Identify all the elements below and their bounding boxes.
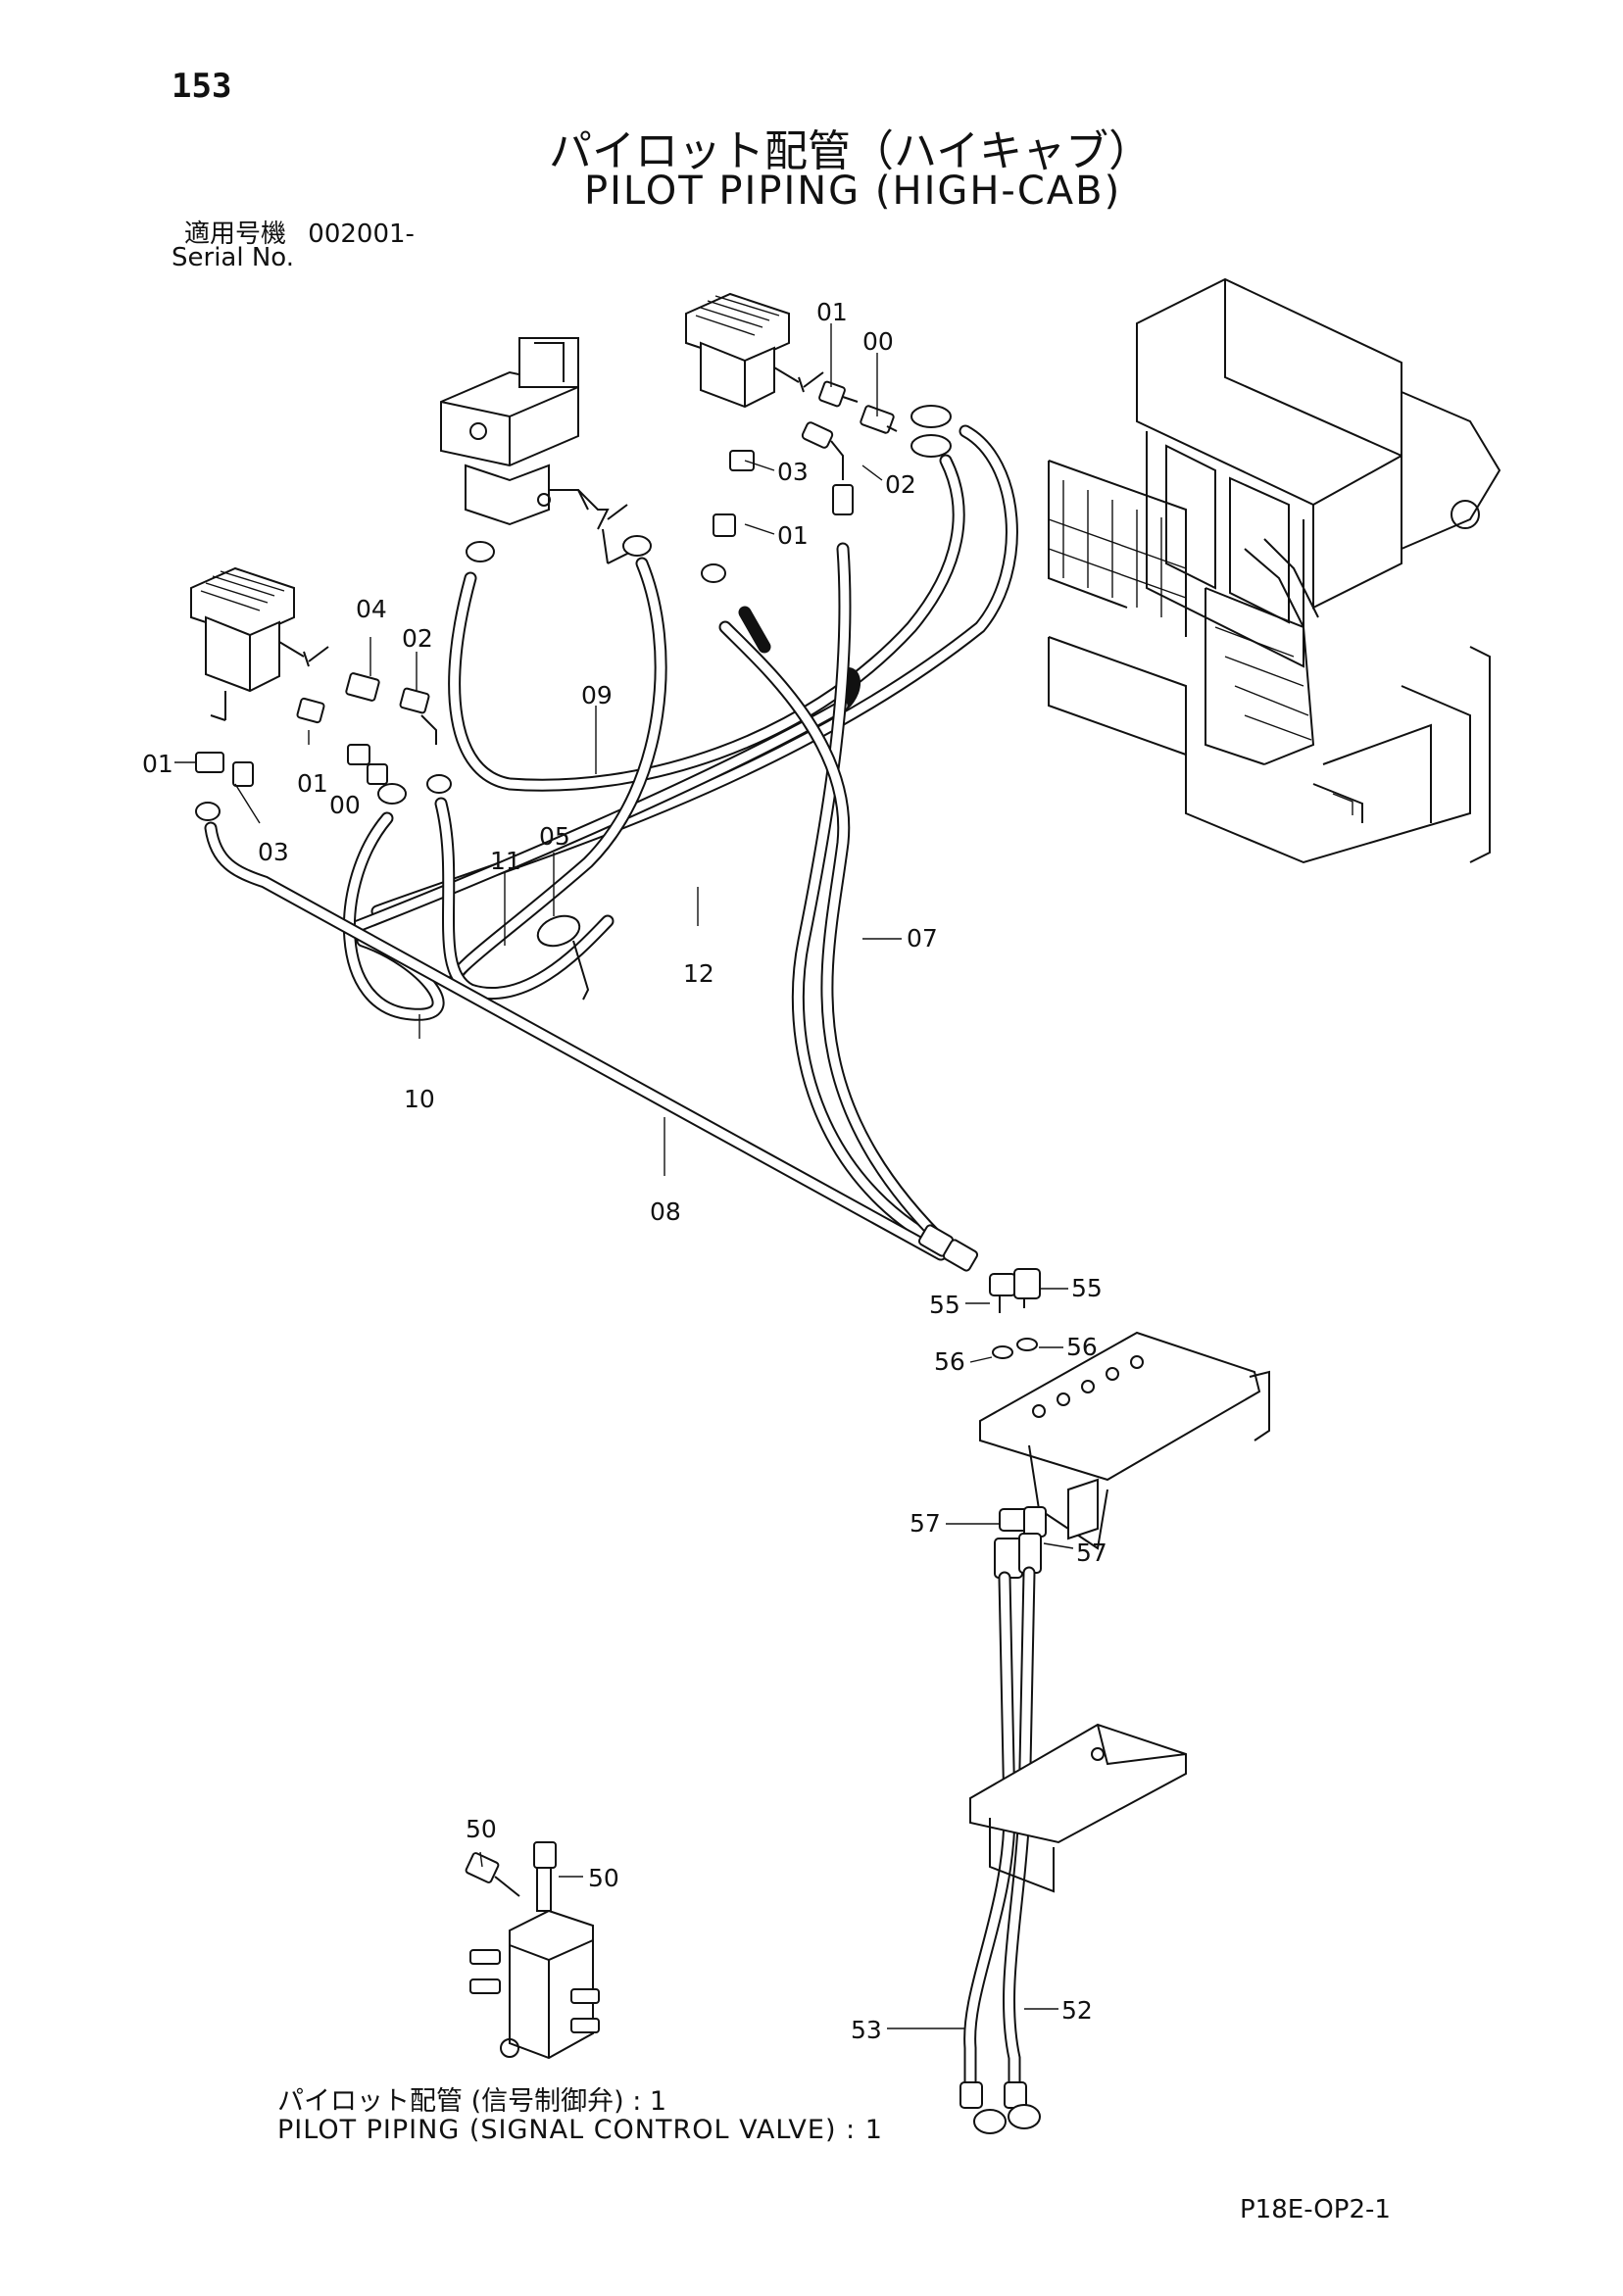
serial-label-en: Serial No. [172,243,294,272]
callout-08: 08 [650,1197,681,1226]
callout-02: 02 [402,624,433,653]
callout-01: 01 [777,521,809,550]
lower-bracket [917,1224,1270,2134]
callout-56: 56 [934,1347,965,1376]
callout-01: 01 [297,769,328,798]
callout-01: 01 [816,298,848,326]
title-english: PILOT PIPING (HIGH-CAB) [584,169,1122,214]
caption-english: PILOT PIPING (SIGNAL CONTROL VALVE) : 1 [277,2115,883,2145]
callout-07: 07 [907,924,938,953]
pilot-valve-right [685,292,824,409]
callout-04: 04 [356,595,387,623]
callout-56: 56 [1066,1333,1098,1361]
callout-00: 00 [329,791,361,819]
callout-11: 11 [490,847,521,875]
pilot-valve-center [440,337,638,564]
serial-jp-label: 適用号機 [184,220,287,249]
drawing-code: P18E-OP2-1 [1240,2195,1391,2224]
pilot-valve-left [190,566,329,721]
callout-02: 02 [885,470,916,499]
serial-value: 002001- [308,220,415,249]
callout-03: 03 [777,458,809,486]
callout-55: 55 [1071,1274,1103,1302]
callouts: 01 00 03 02 01 04 02 01 01 00 03 09 05 1… [142,298,1107,2044]
callout-00: 00 [862,327,894,356]
callout-52: 52 [1061,1996,1093,2025]
callout-05: 05 [539,822,570,851]
callout-57: 57 [1076,1539,1107,1567]
callout-09: 09 [581,681,613,709]
hoses [204,424,1018,1266]
callout-50: 50 [588,1864,619,1892]
leader-lines [174,323,1074,2029]
callout-57: 57 [910,1509,941,1538]
callout-53: 53 [851,2016,882,2044]
caption-japanese: パイロット配管 (信号制御弁) : 1 [277,2086,667,2117]
callout-03: 03 [258,838,289,866]
cab-illustration [1048,277,1501,864]
callout-01: 01 [142,750,173,778]
callout-10: 10 [404,1085,435,1113]
callout-55: 55 [929,1291,960,1319]
fittings [195,380,952,821]
callout-50: 50 [466,1815,497,1843]
title-japanese: パイロット配管（ハイキャブ） [549,126,1153,176]
serial-label-jp: 適用号機 002001- [184,214,415,250]
page-number: 153 [172,67,232,106]
signal-control-valve [465,1841,600,2060]
callout-12: 12 [683,959,714,988]
